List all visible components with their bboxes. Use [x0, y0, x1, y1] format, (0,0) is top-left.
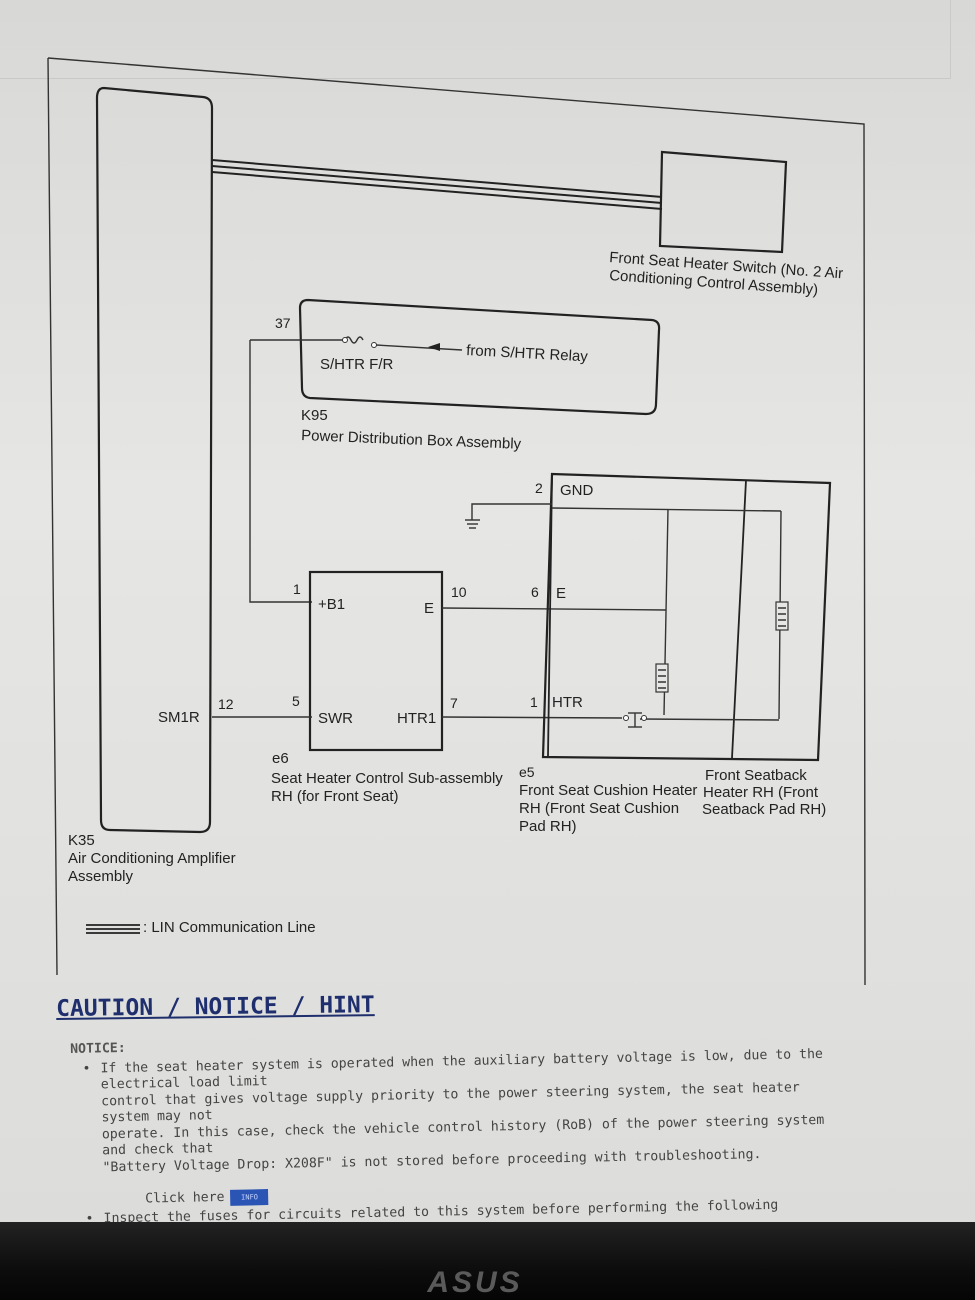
amplifier-code: K35 [68, 832, 95, 849]
relay-arrow [428, 343, 440, 351]
controller-e6-box [308, 570, 444, 752]
relay-feed-line [375, 344, 463, 351]
lin-communication-line [211, 159, 663, 210]
pin-7-htr1: 7 [450, 695, 458, 711]
legend-lin-swatch [86, 924, 140, 934]
fuse-terminal-right [371, 342, 377, 348]
fuse-symbol [344, 336, 364, 344]
terminal-htr1: HTR1 [397, 710, 436, 727]
seatback-name-line1: Front Seatback [705, 767, 807, 784]
controller-name-line2: RH (for Front Seat) [271, 788, 399, 805]
cushion-name-line2: RH (Front Seat Cushion [519, 800, 679, 817]
controller-name-line1: Seat Heater Control Sub-assembly [271, 770, 503, 787]
cushion-name-line1: Front Seat Cushion Heater [519, 782, 697, 799]
amplifier-name-line2: Assembly [68, 868, 134, 885]
wire-htr1 [441, 716, 623, 719]
notice-section: NOTICE: If the seat heater system is ope… [70, 1027, 834, 1245]
cushion-code: e5 [519, 764, 535, 780]
amplifier-pin-12: 12 [218, 696, 234, 712]
legend-lin-label: : LIN Communication Line [143, 919, 316, 936]
wiring-diagram: Front Seat Heater Switch (No. 2 Air Cond… [47, 57, 866, 986]
ground-symbol [465, 503, 552, 529]
monitor-screen: Front Seat Heater Switch (No. 2 Air Cond… [0, 0, 975, 1235]
page-edge [0, 0, 951, 79]
fuse-terminal-left [342, 337, 348, 343]
cushion-heater-element [655, 663, 669, 693]
relay-source-label: from S/HTR Relay [466, 342, 589, 365]
wire-gnd-internal [551, 507, 782, 512]
amplifier-k35-box [95, 86, 214, 834]
seatback-name-line3: Seatback Pad RH) [702, 801, 826, 818]
pin-1-htr: 1 [530, 694, 538, 710]
thermostat-symbol [623, 712, 647, 728]
diagram-frame-left [47, 57, 58, 976]
pin-6-e: 6 [531, 584, 539, 600]
pin-10-e: 10 [451, 584, 467, 600]
terminal-b1: +B1 [318, 596, 345, 613]
monitor-bezel [0, 1222, 975, 1300]
terminal-gnd: GND [560, 482, 594, 499]
terminal-swr: SWR [318, 710, 353, 727]
amplifier-terminal-sm1r: SM1R [158, 709, 200, 726]
heater-connector-divider [547, 475, 553, 757]
pdb-k95-box [298, 298, 661, 416]
caution-heading[interactable]: CAUTION / NOTICE / HINT [56, 992, 375, 1022]
pin-5-swr: 5 [292, 693, 300, 709]
info-badge[interactable]: INFO [230, 1189, 269, 1207]
fuse-label: S/HTR F/R [320, 356, 393, 373]
click-here-link[interactable]: Click here [145, 1189, 225, 1207]
controller-code: e6 [272, 750, 289, 767]
terminal-e-heater: E [556, 585, 566, 602]
amplifier-name-line1: Air Conditioning Amplifier [68, 850, 236, 867]
htr-internal-wire [639, 718, 780, 721]
pdb-code: K95 [301, 407, 328, 424]
pin-2-gnd: 2 [535, 480, 543, 496]
diagram-frame [47, 57, 866, 986]
seatback-heater-element [775, 601, 789, 631]
terminal-htr: HTR [552, 694, 583, 711]
pdb-pin-37: 37 [275, 315, 291, 331]
seat-heater-switch-box [658, 150, 788, 254]
terminal-e-controller: E [424, 600, 434, 617]
pin-1-b1: 1 [293, 581, 301, 597]
brand-logo: ASUS [427, 1266, 523, 1299]
seatback-divider [731, 479, 747, 759]
seatback-name-line2: Heater RH (Front [703, 784, 819, 801]
wire-e [441, 607, 667, 611]
notice-bullet-1: If the seat heater system is operated wh… [70, 1046, 832, 1177]
heater-e5-box [541, 472, 832, 762]
cushion-name-line3: Pad RH) [519, 818, 577, 835]
pdb-name: Power Distribution Box Assembly [301, 427, 522, 453]
wire-b1 [249, 340, 312, 603]
